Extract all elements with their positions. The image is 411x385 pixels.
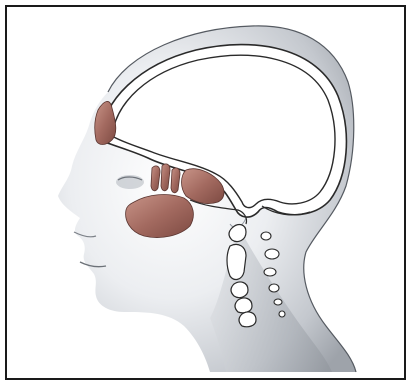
vertebra-c4 [235, 298, 252, 313]
spinous-process-2 [265, 249, 279, 259]
maxillary-sinus [126, 195, 194, 238]
vertebra-c3 [231, 282, 248, 298]
vertebra-c5 [239, 312, 256, 327]
spinous-process-1 [261, 232, 271, 240]
ethmoid-sinus [151, 164, 180, 193]
spinous-process-5 [274, 299, 282, 305]
spinous-process-4 [269, 284, 279, 292]
spinous-process-3 [264, 268, 276, 276]
vertebra-c2 [227, 244, 246, 279]
spinous-process-6 [279, 311, 285, 317]
